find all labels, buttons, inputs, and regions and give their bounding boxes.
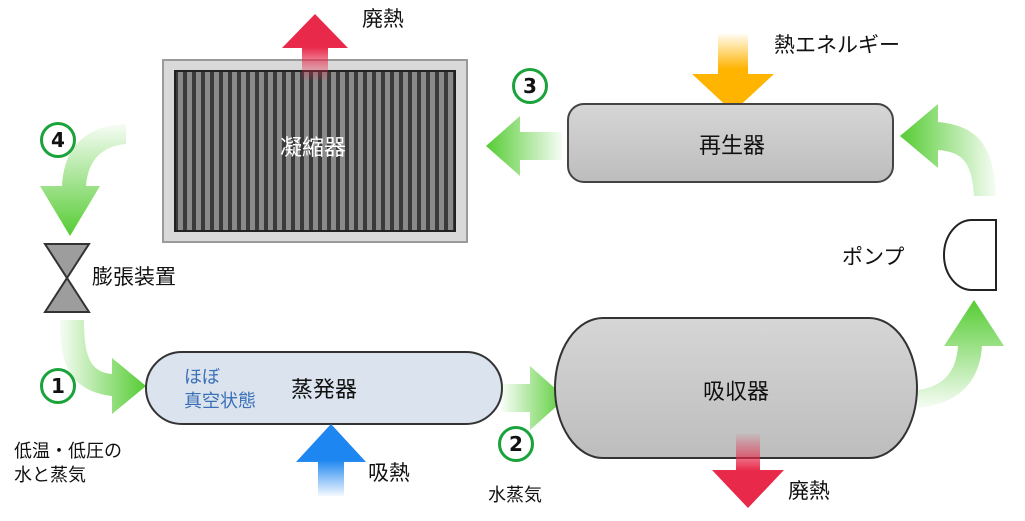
heat-input-arrow [692, 34, 774, 112]
waste-heat-down-arrow [712, 434, 784, 508]
waste-heat-up-arrow [282, 14, 348, 80]
regenerator-vessel [567, 103, 894, 183]
flow-arrow-3 [486, 116, 562, 176]
flow-arrow-4 [40, 124, 126, 236]
condenser-label: 凝縮器 [280, 136, 347, 161]
heat-absorption-arrow [296, 424, 366, 496]
regenerator-label: 再生器 [699, 134, 766, 159]
near-vacuum-line2: 真空状態 [184, 391, 256, 412]
flow-arrow-2 [502, 366, 566, 430]
low-temp-label: 低温・低圧の 水と蒸気 [14, 440, 122, 488]
pump-label: ポンプ [842, 245, 905, 269]
flow-arrow-pump-to-regenerator [900, 104, 996, 196]
heat-energy-label: 熱エネルギー [774, 33, 900, 57]
step-4-badge: 4 [40, 122, 76, 158]
step-3-badge: 3 [512, 68, 548, 104]
flow-arrow-1 [59, 320, 147, 414]
step-1-badge: 1 [40, 368, 76, 404]
near-vacuum-line1: ほぼ [184, 367, 220, 388]
condenser-unit [162, 59, 468, 243]
low-temp-line1: 低温・低圧の [14, 441, 122, 462]
expansion-valve-symbol [43, 243, 91, 313]
water-vapor-label: 水蒸気 [488, 485, 542, 506]
absorber-label: 吸収器 [703, 380, 770, 405]
heat-absorption-label: 吸熱 [368, 461, 410, 485]
pump-symbol [943, 219, 997, 291]
evaporator-label: 蒸発器 [291, 378, 358, 403]
waste-heat-top-label: 廃熱 [362, 7, 404, 31]
low-temp-line2: 水と蒸気 [14, 465, 86, 486]
step-2-badge: 2 [498, 426, 534, 462]
expansion-valve-label: 膨張装置 [92, 265, 176, 289]
near-vacuum-label: ほぼ 真空状態 [184, 366, 256, 414]
flow-arrow-absorber-to-pump [918, 300, 1004, 408]
waste-heat-bottom-label: 廃熱 [788, 479, 830, 503]
